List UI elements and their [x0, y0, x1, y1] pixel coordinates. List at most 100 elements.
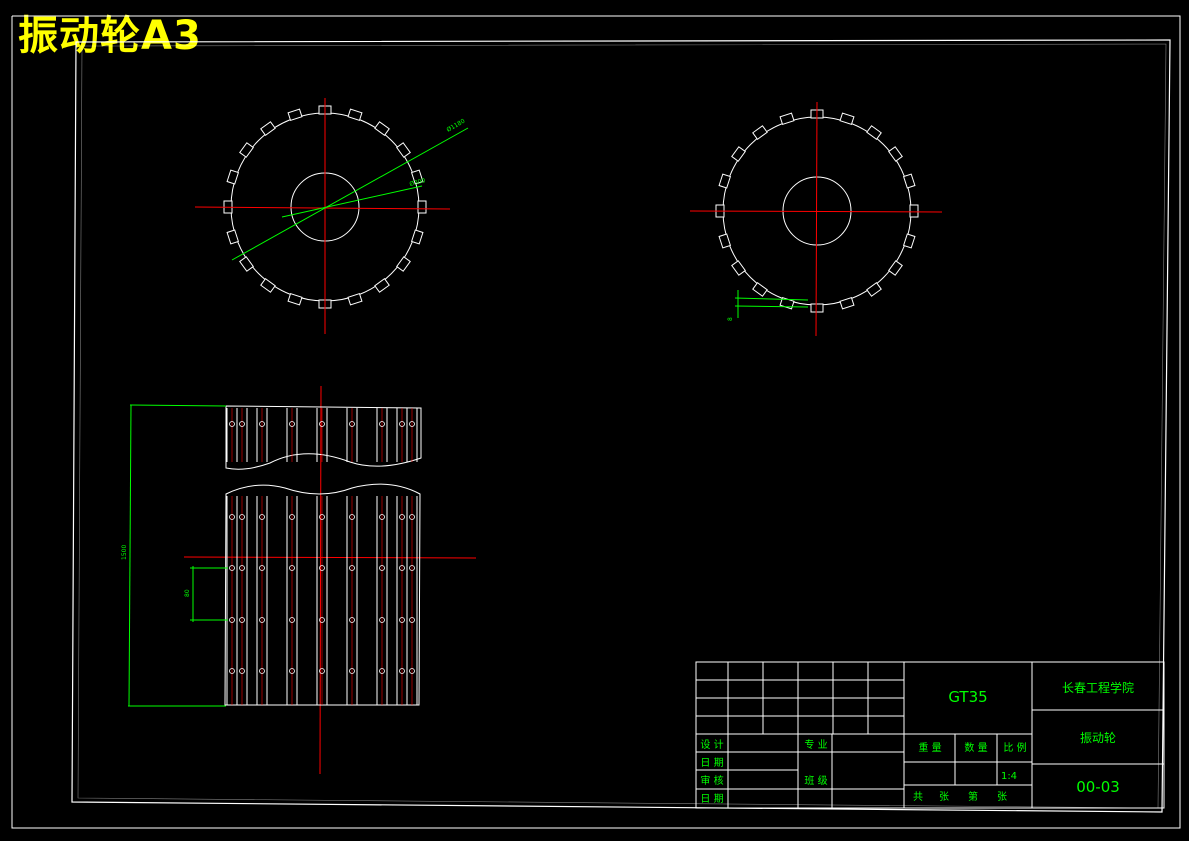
wheel-tooth [287, 292, 303, 306]
wheel-tooth [347, 108, 363, 122]
bolt-hole [399, 565, 405, 571]
label-sheets2: 张 [997, 791, 1007, 803]
wheel-tooth [718, 173, 732, 189]
side-view: 1500 80 [121, 385, 477, 775]
label-page: 第 [968, 790, 978, 803]
bolt-hole [239, 421, 245, 427]
wheel-teeth [223, 105, 427, 309]
wheel-tooth [374, 278, 390, 293]
bolt-hole [289, 514, 295, 520]
bolt-hole [259, 565, 265, 571]
bolt-hole [409, 421, 415, 427]
wheel-tooth [410, 229, 424, 245]
wheel-tooth [374, 121, 390, 136]
bolt-hole [349, 514, 355, 520]
wheel-tooth [226, 169, 240, 185]
bolt-hole [409, 668, 415, 674]
bolt-hole [319, 421, 325, 427]
wheel-tooth [718, 233, 732, 249]
center-line-v [815, 101, 818, 337]
wheel-tooth [888, 146, 903, 162]
bolt-hole [399, 668, 405, 674]
bolt-hole [379, 421, 385, 427]
bolt-hole [409, 617, 415, 623]
wheel-tooth [888, 260, 903, 276]
bolt-hole [399, 617, 405, 623]
bolt-hole [379, 514, 385, 520]
wheel-tooth [731, 260, 746, 276]
wheel-tooth [410, 169, 424, 185]
label-ratio: 比 例 [1003, 741, 1026, 754]
label-quantity: 数 量 [964, 741, 987, 754]
bolt-hole [229, 514, 235, 520]
label-sheets: 张 [939, 791, 949, 803]
material-label: GT35 [948, 688, 987, 706]
bolt-hole [229, 565, 235, 571]
bolt-hole [259, 617, 265, 623]
bolt-hole [379, 668, 385, 674]
dim-inner-dia: Ø300 [409, 177, 427, 188]
dim-line-length [128, 404, 132, 707]
wheel-teeth [715, 109, 919, 313]
bolt-hole [229, 668, 235, 674]
wheel-tooth [226, 229, 240, 245]
school-name: 长春工程学院 [1062, 680, 1134, 695]
dim-tooth-height: 8 [727, 317, 734, 321]
outer-border [11, 15, 1181, 829]
bolt-hole [259, 668, 265, 674]
wheel-tooth [902, 173, 916, 189]
bolt-hole [289, 668, 295, 674]
wheel-tooth [396, 256, 411, 272]
bolt-hole [239, 514, 245, 520]
bolt-hole [229, 617, 235, 623]
bolt-hole [289, 421, 295, 427]
bolt-hole [289, 565, 295, 571]
label-design: 设 计 [700, 738, 723, 751]
front-view-left: Ø1180 Ø300 [194, 98, 469, 334]
bolt-hole [239, 668, 245, 674]
wheel-tooth [839, 112, 855, 126]
bolt-hole [239, 617, 245, 623]
bolt-hole [349, 668, 355, 674]
drawing-number: 00-03 [1076, 778, 1120, 796]
label-date2: 日 期 [700, 793, 723, 805]
label-check: 审 核 [700, 774, 723, 787]
bolt-hole [399, 514, 405, 520]
lower-slats [226, 496, 418, 705]
label-weight: 重 量 [918, 741, 941, 754]
dim-pitch: 80 [184, 589, 191, 597]
wheel-tooth [909, 204, 919, 218]
label-total: 共 [913, 791, 923, 803]
dim-ext-2 [734, 305, 809, 308]
wheel-tooth [902, 233, 916, 249]
wheel-tooth [752, 282, 768, 297]
bolt-hole [229, 421, 235, 427]
bolt-hole [239, 565, 245, 571]
wheel-tooth [866, 125, 882, 140]
bolt-hole [399, 421, 405, 427]
wheel-tooth [396, 142, 411, 158]
inner-frame [71, 39, 1171, 813]
label-date1: 日 期 [700, 757, 723, 769]
bolt-hole [259, 421, 265, 427]
wheel-tooth [239, 142, 254, 158]
wheel-tooth [260, 121, 276, 136]
wheel-tooth [239, 256, 254, 272]
upper-slats [226, 408, 418, 462]
upper-section-outline [225, 405, 422, 470]
wheel-tooth [839, 296, 855, 310]
bolt-hole [259, 514, 265, 520]
wheel-tooth [866, 282, 882, 297]
bolt-hole [319, 514, 325, 520]
bolt-hole [379, 617, 385, 623]
label-class: 班 级 [804, 775, 827, 787]
dim-ext-top [129, 404, 227, 407]
lower-section-outline [224, 483, 421, 706]
bolt-hole [349, 421, 355, 427]
title-block: GT35 长春工程学院 振动轮 00-03 1:4 设 计 日 期 审 核 日 … [695, 661, 1165, 809]
center-line-v [319, 385, 322, 775]
wheel-tooth [752, 125, 768, 140]
sheet-title: 振动轮A3 [18, 13, 202, 59]
bolt-hole [409, 514, 415, 520]
bolt-hole [319, 617, 325, 623]
